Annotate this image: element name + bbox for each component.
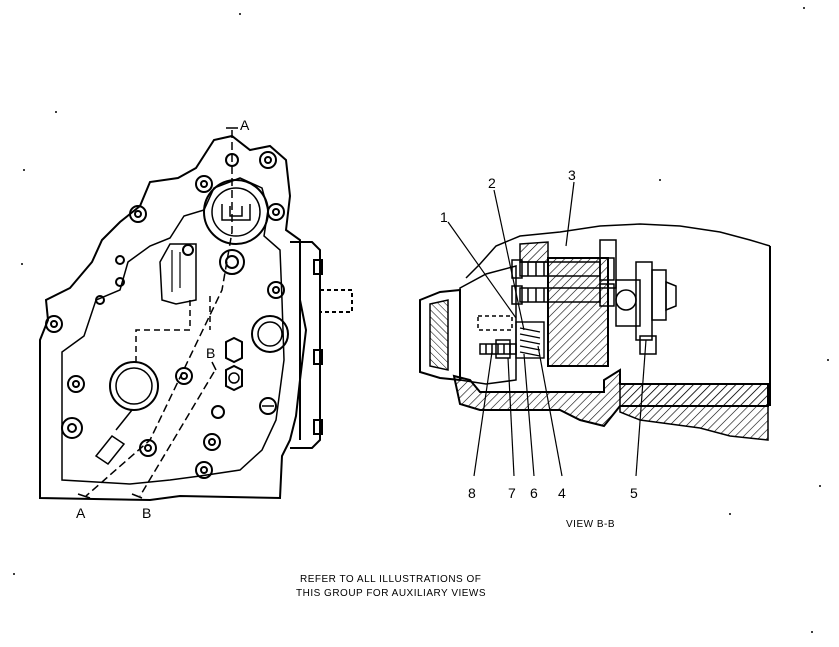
section-line-a	[85, 130, 233, 497]
leader-lines	[447, 181, 647, 477]
section-label-a-bottom: A	[76, 505, 86, 521]
center-bore	[109, 361, 159, 411]
piston-block	[547, 257, 609, 367]
callout-4: 4	[558, 485, 566, 501]
valve-body-outline	[39, 134, 308, 502]
section-line-b	[139, 371, 215, 497]
right-bore	[251, 315, 289, 353]
callout-2: 2	[488, 175, 496, 191]
bolts	[511, 257, 615, 307]
body-block	[459, 265, 517, 385]
valve-body-front-view	[39, 127, 353, 502]
side-plate	[290, 241, 321, 449]
callout-5: 5	[630, 485, 638, 501]
break-line	[465, 223, 771, 279]
spring	[515, 321, 545, 359]
scan-specks	[13, 7, 829, 633]
top-bore	[203, 179, 269, 245]
plug-right	[319, 289, 353, 313]
callout-1: 1	[440, 209, 448, 225]
section-view-bb	[419, 181, 771, 477]
section-label-b-top: B	[206, 345, 215, 361]
footer-line-1: REFER TO ALL ILLUSTRATIONS OF	[300, 574, 481, 585]
section-label-a-top: A	[240, 117, 250, 133]
callout-6: 6	[530, 485, 538, 501]
view-caption: VIEW B-B	[566, 519, 615, 530]
callout-7: 7	[508, 485, 516, 501]
callout-3: 3	[568, 167, 576, 183]
callout-8: 8	[468, 485, 476, 501]
footer-line-2: THIS GROUP FOR AUXILIARY VIEWS	[296, 588, 486, 599]
section-label-b-bottom: B	[142, 505, 151, 521]
actuator	[615, 261, 677, 355]
adjusting-screw	[479, 339, 517, 359]
fitting	[94, 434, 126, 466]
